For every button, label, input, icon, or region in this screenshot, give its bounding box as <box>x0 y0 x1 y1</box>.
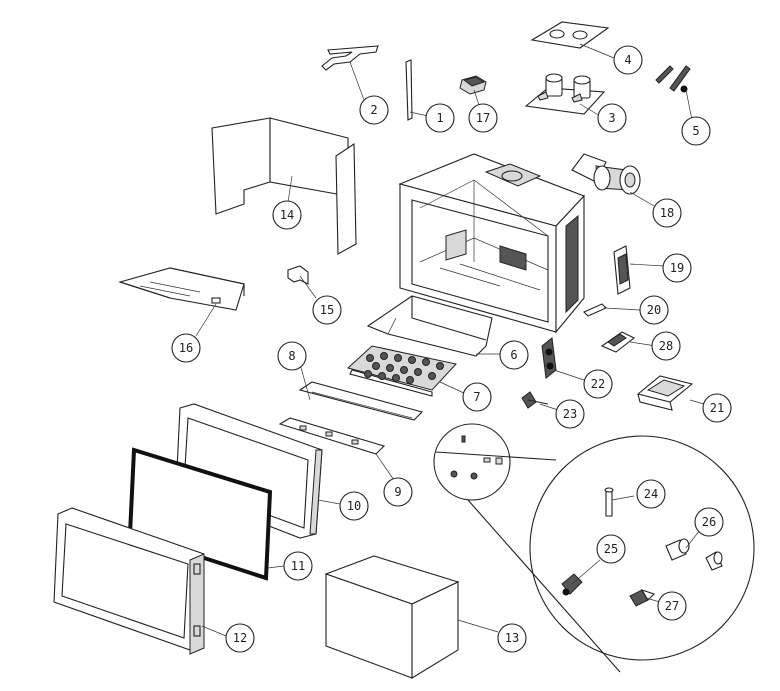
callout-26: 26 <box>694 507 724 537</box>
callout-11-label: 11 <box>291 559 305 573</box>
main-firebox-housing <box>398 153 585 334</box>
part-16-base-pan <box>118 267 245 311</box>
callout-28: 28 <box>651 331 681 361</box>
part-22-valve <box>541 337 557 379</box>
callout-11: 11 <box>283 551 313 581</box>
callout-23-label: 23 <box>563 407 577 421</box>
part-13-box <box>324 555 460 679</box>
part-5-pins <box>655 65 691 93</box>
part-9-bracket <box>278 417 386 455</box>
callout-27-label: 27 <box>665 599 679 613</box>
callout-26-label: 26 <box>702 515 716 529</box>
callout-20-label: 20 <box>647 303 661 317</box>
callout-2-label: 2 <box>370 103 377 117</box>
callout-7-label: 7 <box>473 390 480 404</box>
callout-6-label: 6 <box>510 348 517 362</box>
callout-13-label: 13 <box>505 631 519 645</box>
callout-1: 1 <box>425 103 455 133</box>
callout-28-label: 28 <box>659 339 673 353</box>
part-1-rod <box>405 59 413 121</box>
hardware-detail <box>433 423 755 673</box>
part-14-liner <box>211 117 357 255</box>
callout-10: 10 <box>339 491 369 521</box>
callout-1-label: 1 <box>436 111 443 125</box>
callout-18: 18 <box>652 198 682 228</box>
callout-8-label: 8 <box>288 349 295 363</box>
callout-9-label: 9 <box>394 485 401 499</box>
callout-14: 14 <box>272 200 302 230</box>
part-10-glass-frame <box>175 403 323 539</box>
callout-19-label: 19 <box>670 261 684 275</box>
callout-24-label: 24 <box>644 487 658 501</box>
callout-27: 27 <box>657 591 687 621</box>
part-3-collar-plate <box>524 73 606 115</box>
callout-5: 5 <box>681 116 711 146</box>
part-17-block <box>459 75 487 95</box>
callout-2: 2 <box>359 95 389 125</box>
callout-13: 13 <box>497 623 527 653</box>
callout-14-label: 14 <box>280 208 294 222</box>
callout-4-label: 4 <box>624 53 631 67</box>
callout-22: 22 <box>583 369 613 399</box>
part-7-log-grate <box>346 345 457 397</box>
callout-20: 20 <box>639 295 669 325</box>
part-28-switch <box>600 331 636 353</box>
callout-3-label: 3 <box>608 111 615 125</box>
callout-7: 7 <box>462 382 492 412</box>
part-4-plate <box>530 21 610 49</box>
callout-24: 24 <box>636 479 666 509</box>
part-11-glass <box>127 447 273 581</box>
part-2-bracket <box>321 45 379 71</box>
callout-18-label: 18 <box>660 206 674 220</box>
callout-19: 19 <box>662 253 692 283</box>
part-15-clip <box>287 265 309 285</box>
callout-16: 16 <box>171 333 201 363</box>
part-6-burner-tray <box>366 295 493 357</box>
callout-15: 15 <box>312 295 342 325</box>
callout-12-label: 12 <box>233 631 247 645</box>
part-20-strip <box>583 303 607 317</box>
part-18-blower <box>571 153 641 195</box>
callout-16-label: 16 <box>179 341 193 355</box>
callout-22-label: 22 <box>591 377 605 391</box>
callout-15-label: 15 <box>320 303 334 317</box>
callout-25: 25 <box>596 534 626 564</box>
part-12-trim <box>53 507 205 655</box>
callout-8: 8 <box>277 341 307 371</box>
leader-lines <box>195 43 705 637</box>
part-23-fitting <box>521 391 549 409</box>
callout-9: 9 <box>383 477 413 507</box>
callout-4: 4 <box>613 45 643 75</box>
callout-10-label: 10 <box>347 499 361 513</box>
part-19-module <box>613 245 631 295</box>
callout-21-label: 21 <box>710 401 724 415</box>
part-21-receiver <box>636 375 694 411</box>
callout-21: 21 <box>702 393 732 423</box>
callout-17: 17 <box>468 103 498 133</box>
part-8-rail <box>298 381 424 421</box>
callout-23: 23 <box>555 399 585 429</box>
callout-17-label: 17 <box>476 111 490 125</box>
callout-5-label: 5 <box>692 124 699 138</box>
callout-6: 6 <box>499 340 529 370</box>
callout-12: 12 <box>225 623 255 653</box>
callout-3: 3 <box>597 103 627 133</box>
callout-25-label: 25 <box>604 542 618 556</box>
